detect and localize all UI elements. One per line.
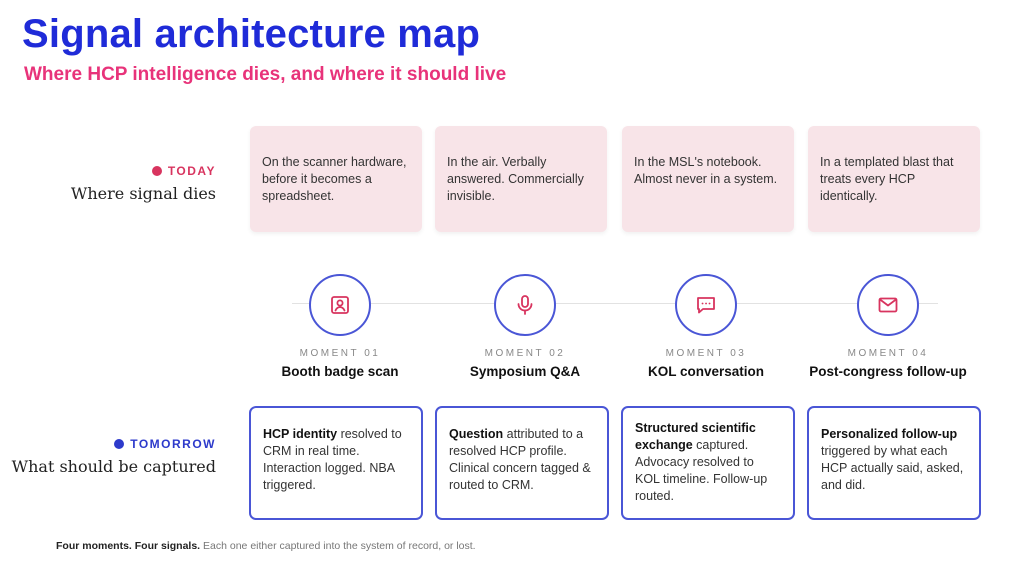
footer-text: Each one either captured into the system… [200, 540, 476, 552]
tomorrow-card-1-bold: HCP identity [263, 427, 338, 441]
tomorrow-card-2-bold: Question [449, 427, 504, 441]
moment-2-circle [494, 274, 556, 336]
today-card-3: In the MSL's notebook. Almost never in a… [622, 126, 794, 232]
tomorrow-card-4-bold: Personalized follow-up [821, 427, 958, 441]
footer-note: Four moments. Four signals. Each one eit… [56, 540, 476, 552]
chat-icon [697, 297, 715, 314]
tomorrow-card-2: Question attributed to a resolved HCP pr… [435, 406, 609, 520]
moment-3-name: KOL conversation [647, 364, 765, 379]
tomorrow-card-4: Personalized follow-up triggered by what… [807, 406, 981, 520]
tomorrow-tag-text: TOMORROW [130, 437, 216, 451]
moment-3-number: MOMENT 03 [665, 348, 747, 359]
mail-icon [878, 297, 898, 313]
moment-4-name: Post-congress follow-up [809, 364, 967, 379]
today-description: Where signal dies [70, 184, 216, 203]
timeline-line [292, 303, 938, 304]
today-card-4: In a templated blast that treats every H… [808, 126, 980, 232]
today-card-2: In the air. Verbally answered. Commercia… [435, 126, 607, 232]
footer-bold: Four moments. Four signals. [56, 540, 201, 552]
tomorrow-dot-icon [114, 439, 125, 449]
tomorrow-card-3-bold: Structured scientific exchange [635, 421, 756, 452]
tomorrow-card-1-text: resolved to CRM in real time. Interactio… [263, 427, 402, 492]
today-dot-icon [151, 166, 162, 176]
moment-4-number: MOMENT 04 [847, 348, 929, 359]
tomorrow-card-1: HCP identity resolved to CRM in real tim… [249, 406, 423, 520]
moment-4-circle [857, 274, 919, 336]
tomorrow-description: What should be captured [11, 457, 216, 476]
today-card-1: On the scanner hardware, before it becom… [250, 126, 422, 232]
moment-1-circle [309, 274, 371, 336]
page-title: Signal architecture map [22, 12, 481, 56]
microphone-icon [517, 295, 533, 315]
page-subtitle: Where HCP intelligence dies, and where i… [24, 64, 507, 85]
tomorrow-card-3-text: captured. Advocacy resolved to KOL timel… [635, 438, 768, 503]
tomorrow-tag: TOMORROW [10, 437, 216, 451]
today-tag: TODAY [30, 164, 216, 178]
moment-3-circle [675, 274, 737, 336]
today-tag-text: TODAY [167, 164, 216, 178]
moment-2-name: Symposium Q&A [469, 364, 581, 379]
tomorrow-card-2-text: attributed to a resolved HCP profile. Cl… [449, 427, 591, 492]
tomorrow-card-3: Structured scientific exchange captured.… [621, 406, 795, 520]
moment-1-name: Booth badge scan [281, 364, 399, 379]
today-row-label: TODAY Where signal dies [30, 164, 216, 203]
tomorrow-card-4-text: triggered by what each HCP actually said… [821, 444, 964, 492]
moment-2-number: MOMENT 02 [484, 348, 566, 359]
moment-1-number: MOMENT 01 [299, 348, 381, 359]
tomorrow-row-label: TOMORROW What should be captured [10, 437, 216, 476]
badge-icon [331, 296, 349, 314]
